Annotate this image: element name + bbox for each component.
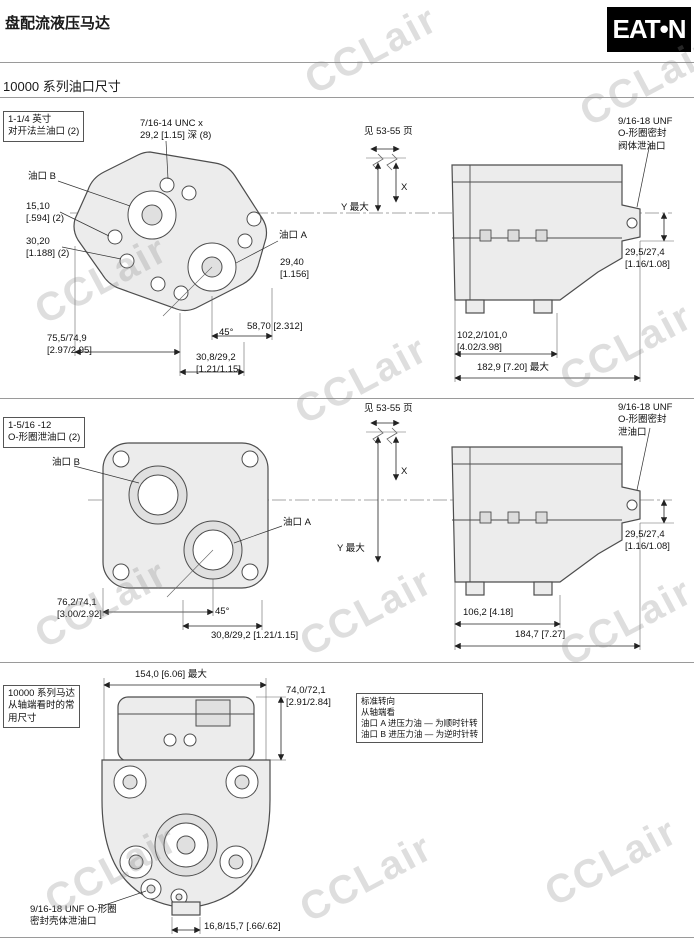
s2-port-type-callout: 1-5/16 -12 O-形圈泄油口 (2): [3, 417, 86, 448]
s2-see-pages-note: 见 53-55 页: [364, 403, 413, 414]
s1-port-b-label: 油口 B: [28, 171, 56, 182]
section-divider-2: [0, 662, 694, 663]
s2-front-view: [102, 442, 269, 589]
s1-front-view: [73, 151, 268, 312]
s3-front-view: [101, 696, 271, 916]
s2-dim-29-5: 29,5/27,4 [1.16/1.08]: [625, 529, 670, 553]
s1-dim-30-8: 30,8/29,2 [1.21/1.15]: [196, 352, 241, 376]
s1-see-pages-note: 见 53-55 页: [364, 126, 413, 137]
s2-oring-port-drawing: [73, 419, 674, 650]
s2-port-b-label: 油口 B: [52, 457, 80, 468]
s2-port-a-label: 油口 A: [283, 517, 311, 528]
s1-dim-58-70: 58,70 [2.312]: [247, 321, 303, 332]
s1-split-flange-drawing: [57, 140, 674, 382]
s1-dim-15-10: 15,10 [.594] (2): [26, 201, 65, 225]
s1-drain-port-note: 9/16-18 UNF O-形圈密封 阀体泄油口: [618, 116, 673, 152]
eaton-logo-text: EAT•N: [612, 14, 687, 44]
s1-side-view: [451, 164, 641, 314]
s2-side-view: [451, 446, 641, 596]
s3-drain-port-note: 9/16-18 UNF O-形圈 密封壳体泄油口: [30, 904, 117, 928]
section-title: 10000 系列油口尺寸: [3, 79, 121, 94]
s2-dim-106-2: 106,2 [4.18]: [463, 607, 514, 618]
s2-x-dim-label: X: [401, 466, 408, 477]
section-divider-1: [0, 398, 694, 399]
s2-dim-184-7: 184,7 [7.27]: [515, 629, 566, 640]
s3-dim-154-0: 154,0 [6.06] 最大: [135, 669, 207, 680]
s1-unc-thread-note: 7/16-14 UNC x 29,2 [1.15] 深 (8): [140, 118, 212, 142]
s1-x-dim-label: X: [401, 182, 408, 193]
s1-y-max-label: Y 最大: [341, 202, 369, 213]
s3-shaft-end-drawing: [101, 678, 286, 934]
s2-y-max-label: Y 最大: [337, 543, 365, 554]
header-divider: [0, 62, 694, 63]
s1-port-a-label: 油口 A: [279, 230, 307, 241]
s2-dim-76-2: 76,2/74,1 [3.00/2.92]: [57, 597, 102, 621]
page-bottom-divider: [0, 937, 694, 938]
s2-dim-30-8: 30,8/29,2 [1.21/1.15]: [211, 630, 299, 641]
s1-dim-29-5: 29,5/27,4 [1.16/1.08]: [625, 247, 670, 271]
s3-view-callout: 10000 系列马达 从轴端看时的常 用尺寸: [3, 685, 81, 729]
s1-dim-30-20: 30,20 [1.188] (2): [26, 236, 70, 260]
s1-angle-45: 45°: [219, 327, 234, 338]
s1-dim-29-40: 29,40 [1.156]: [280, 257, 310, 281]
s1-dim-182-9: 182,9 [7.20] 最大: [477, 362, 549, 373]
s3-rotation-direction-note: 标准转向 从轴端看 油口 A 进压力油 — 为顺时针转 油口 B 进压力油 — …: [356, 693, 484, 744]
s1-port-type-callout: 1-1/4 英寸 对开法兰油口 (2): [3, 111, 85, 142]
s1-dim-102-2: 102,2/101,0 [4.02/3.98]: [457, 330, 508, 354]
s2-drain-port-note: 9/16-18 UNF O-形圈密封 泄油口: [618, 402, 673, 438]
eaton-logo: EAT•N: [607, 7, 691, 52]
s2-angle-45: 45°: [215, 606, 230, 617]
page-title: 盘配流液压马达: [5, 15, 111, 32]
section-title-divider: [0, 97, 694, 98]
s3-dim-74-0: 74,0/72,1 [2.91/2.84]: [286, 685, 331, 709]
s1-dim-75-5: 75,5/74,9 [2.97/2.95]: [47, 333, 92, 357]
s3-dim-16-8: 16,8/15,7 [.66/.62]: [204, 921, 281, 932]
